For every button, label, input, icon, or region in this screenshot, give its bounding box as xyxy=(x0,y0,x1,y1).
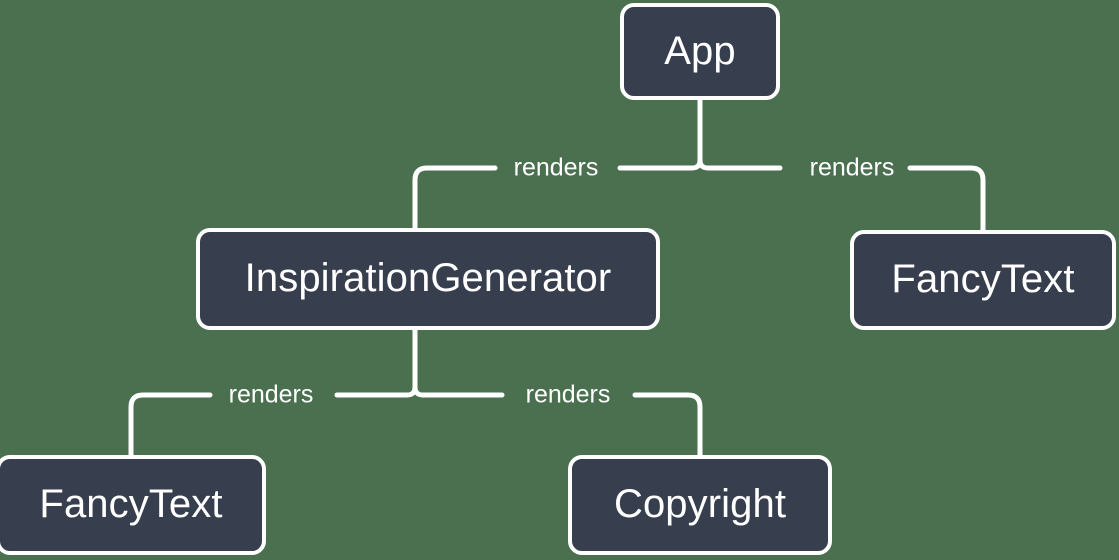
node-app-label: App xyxy=(664,28,736,73)
edge-inspirationgenerator-to-fancytext-left-seg xyxy=(128,392,213,458)
edge-label-app-renders-fancytext: renders xyxy=(809,153,895,182)
edge-app-to-inspirationgenerator-left-seg xyxy=(412,165,498,231)
node-fancytext-right-label: FancyText xyxy=(891,257,1075,301)
node-inspiration-generator[interactable]: InspirationGenerator xyxy=(196,228,660,330)
node-copyright-label: Copyright xyxy=(613,482,787,526)
node-fancytext-right[interactable]: FancyText xyxy=(850,230,1116,330)
node-copyright[interactable]: Copyright xyxy=(568,455,832,555)
node-fancytext-bottom[interactable]: FancyText xyxy=(0,455,266,555)
edge-label-app-renders-inspirationgenerator: renders xyxy=(513,153,599,182)
edge-label-inspirationgenerator-renders-copyright: renders xyxy=(525,380,611,409)
node-app[interactable]: App xyxy=(620,3,780,100)
node-inspiration-generator-label: InspirationGenerator xyxy=(244,256,612,300)
edge-inspirationgenerator-to-copyright-right-seg xyxy=(632,392,703,458)
node-fancytext-bottom-label: FancyText xyxy=(39,482,223,526)
edge-label-inspirationgenerator-renders-fancytext: renders xyxy=(228,380,314,409)
edge-app-to-fancytext-right-seg xyxy=(907,165,986,233)
